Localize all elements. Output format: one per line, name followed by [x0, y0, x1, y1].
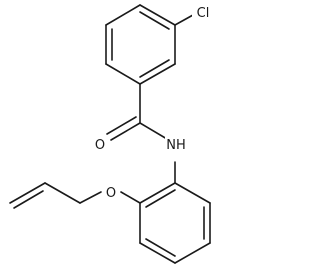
atom-label-ether-oxygen: O [103, 183, 119, 201]
ring-bond [139, 63, 176, 85]
allyloxy-group [9, 182, 141, 209]
ring-double-bond [139, 59, 170, 78]
chlorine-bond [174, 14, 194, 26]
chemical-structure-diagram: Cl O NH O [9, 3, 214, 264]
carbonyl-oxygen-label: O [95, 138, 105, 153]
ring-to-oxygen-bond [120, 191, 141, 204]
carbonyl-double-bond [106, 116, 137, 135]
ring-bond [105, 63, 141, 85]
vinyl-double-bond [13, 190, 44, 209]
ring-bond [139, 4, 176, 26]
oxygen-to-methylene-bond [79, 191, 102, 204]
amide-nitrogen-label: NH [166, 138, 186, 153]
ring-bond [139, 182, 176, 204]
vinyl-double-bond [9, 182, 46, 204]
methylene-to-vinyl-bond [44, 182, 81, 204]
ring-bond [105, 4, 141, 26]
amide-group [106, 83, 176, 184]
carbonyl-double-bond [110, 122, 141, 141]
chlorobenzoyl-ring [105, 4, 176, 85]
ring-double-bond [145, 238, 176, 257]
phenylene-ring [139, 182, 211, 264]
ring-bond [139, 242, 176, 264]
ether-oxygen-label: O [106, 186, 116, 201]
carbonyl-to-nitrogen-bond [139, 122, 168, 140]
atom-label-chlorine: Cl [192, 3, 214, 21]
atom-label-amide-nitrogen: NH [165, 135, 187, 153]
ring-bond [174, 242, 211, 264]
chlorine-label: Cl [197, 6, 210, 21]
ring-double-bond [145, 189, 176, 208]
atom-label-carbonyl-oxygen: O [93, 135, 108, 153]
ring-double-bond [139, 11, 170, 30]
ring-bond [174, 182, 211, 204]
